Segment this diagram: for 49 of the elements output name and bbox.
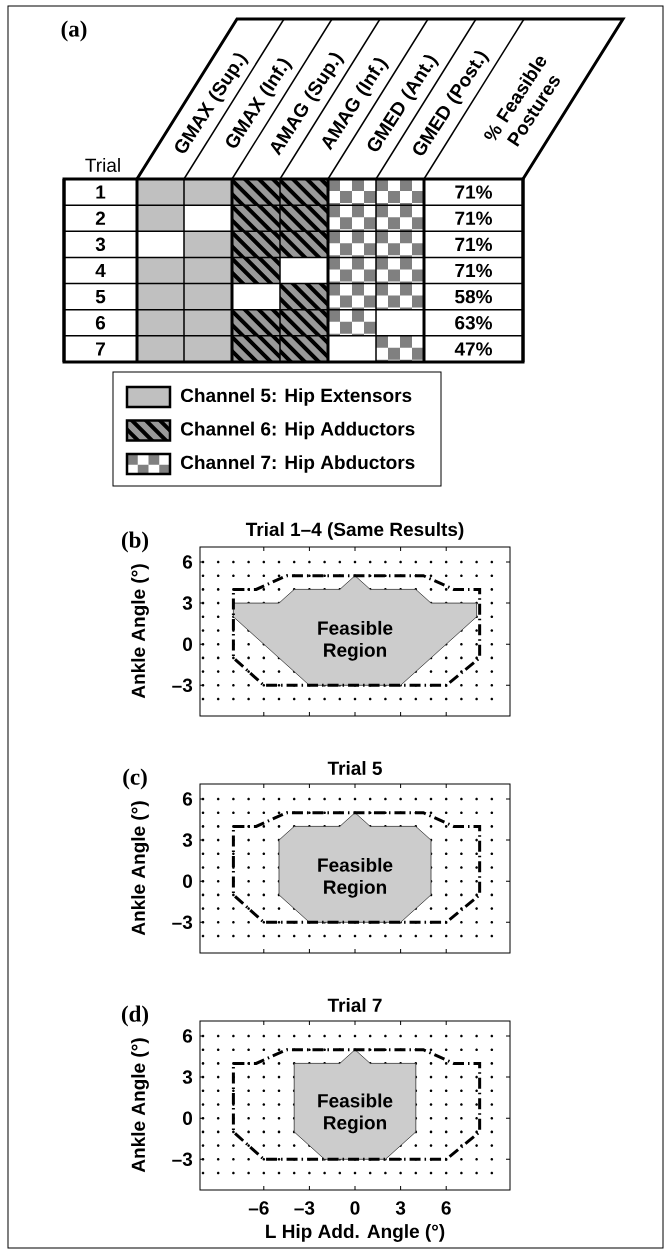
tick-label: 0 xyxy=(350,1201,360,1215)
legend-text: Channel 6: Hip Adductors xyxy=(181,421,415,440)
panel-label: (d) xyxy=(121,1005,149,1027)
plot-title: Trial 7 xyxy=(327,998,382,1012)
tick-label: –6 xyxy=(248,1201,269,1215)
tick-label: –3 xyxy=(294,1201,315,1215)
feasible-region: Feasible Region xyxy=(293,1049,417,1160)
percentage-value: 58% xyxy=(455,289,492,304)
trial-number: 4 xyxy=(95,263,106,278)
tick-label: 3 xyxy=(182,1070,193,1084)
legend-text: Channel 7: Hip Abductors xyxy=(181,455,415,473)
tick-label: 6 xyxy=(182,792,193,806)
tick-label: 0 xyxy=(183,1111,192,1125)
axis-label: Ankle Angle (°) xyxy=(131,801,149,936)
column-header: Trial xyxy=(85,158,120,172)
plot-title: Trial 5 xyxy=(327,761,382,775)
tick-label: 3 xyxy=(182,833,193,847)
trial-number: 6 xyxy=(95,316,106,330)
tick-label: –3 xyxy=(172,678,193,693)
panel-label: (c) xyxy=(123,768,147,790)
legend-text: Channel 5: Hip Extensors xyxy=(181,388,412,406)
tick-label: 6 xyxy=(182,555,193,569)
trial-number: 7 xyxy=(96,342,105,356)
tick-label: –3 xyxy=(172,1152,193,1167)
panel-label: (a) xyxy=(61,20,87,42)
trial-number: 1 xyxy=(96,185,106,199)
trial-number: 2 xyxy=(95,211,105,225)
tick-label: 3 xyxy=(395,1201,406,1215)
feasible-region: Feasible Region xyxy=(233,575,477,686)
panel-label: (b) xyxy=(121,531,149,553)
percentage-value: 63% xyxy=(455,316,492,330)
axis-label: L Hip Add. Angle (°) xyxy=(266,1224,445,1242)
percentage-value: 47% xyxy=(454,342,492,356)
tick-label: –3 xyxy=(172,915,193,930)
tick-label: 0 xyxy=(183,637,192,651)
percentage-value: 71% xyxy=(455,237,492,252)
trial-number: 3 xyxy=(95,237,106,252)
feasible-region: Feasible Region xyxy=(278,812,432,923)
tick-label: 6 xyxy=(182,1029,193,1043)
tick-label: 0 xyxy=(183,874,192,888)
trial-number: 5 xyxy=(95,290,106,304)
percentage-value: 71% xyxy=(455,211,492,225)
axis-label: Ankle Angle (°) xyxy=(131,1038,149,1173)
plot-title: Trial 1–4 (Same Results) xyxy=(245,522,464,540)
tick-label: 6 xyxy=(441,1201,451,1215)
axis-label: Ankle Angle (°) xyxy=(131,564,149,699)
percentage-value: 71% xyxy=(455,185,492,199)
percentage-value: 71% xyxy=(455,263,492,278)
tick-label: 3 xyxy=(182,596,193,610)
